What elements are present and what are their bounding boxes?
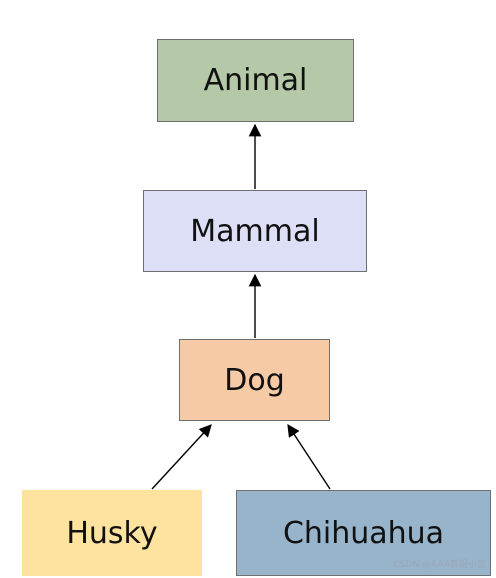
node-chihuahua-label: Chihuahua bbox=[282, 515, 445, 551]
node-mammal: Mammal bbox=[143, 190, 367, 272]
node-mammal-label: Mammal bbox=[190, 213, 320, 249]
watermark: CSDN @AAA客服小宫 bbox=[393, 560, 487, 570]
node-husky: Husky bbox=[22, 490, 202, 576]
node-dog: Dog bbox=[179, 339, 330, 421]
node-chihuahua: Chihuahua bbox=[236, 490, 491, 576]
edge-chihuahua-to-dog bbox=[287, 423, 331, 490]
node-husky-label: Husky bbox=[66, 515, 158, 551]
edge-husky-to-dog bbox=[151, 424, 212, 490]
node-animal-label: Animal bbox=[203, 63, 308, 98]
node-animal: Animal bbox=[157, 39, 354, 122]
node-dog-label: Dog bbox=[224, 362, 285, 398]
